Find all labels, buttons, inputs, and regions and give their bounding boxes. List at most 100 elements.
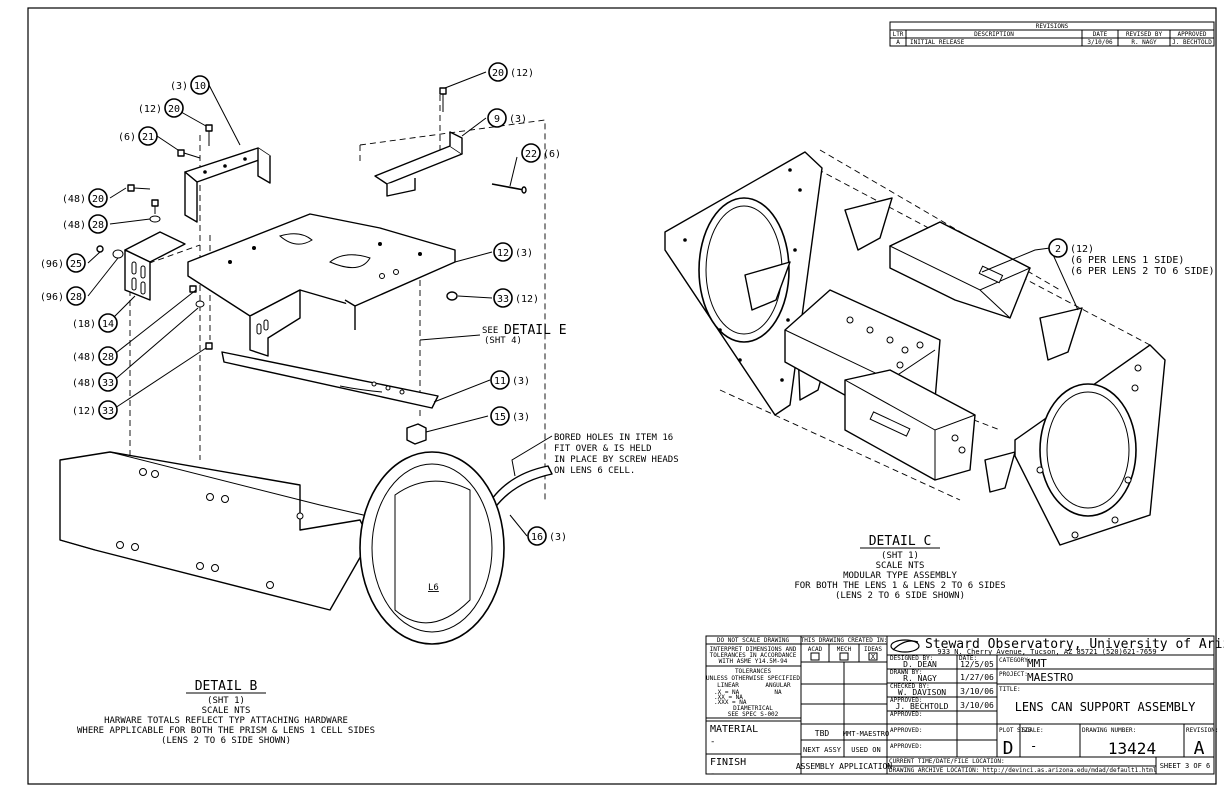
bored-holes-note-line-1: BORED HOLES IN ITEM 16 [554, 433, 673, 443]
revision-label: REVISION: [1186, 727, 1219, 734]
detail-c-callout: 2 (12) (6 PER LENS 1 SIDE) (6 PER LENS 2… [1048, 238, 1215, 277]
callout-qty-20-a: (12) [510, 68, 534, 79]
callout-qty-33-a: (12) [515, 294, 539, 305]
callout-qty-22: (6) [543, 149, 561, 160]
callout-item-28-a: 28 [92, 220, 104, 231]
created-in-label: THIS DRAWING CREATED IN: [801, 637, 888, 644]
callout-item-33-c: 33 [102, 406, 114, 417]
callout-qty-25: (96) [40, 259, 64, 270]
detail-b-line-1: (SHT 1) [207, 696, 245, 706]
project-label: PROJECT: [999, 671, 1028, 678]
interpret-line-3: WITH ASME Y14.5M-94 [719, 658, 788, 665]
rev-row-description: INITIAL RELEASE [910, 39, 965, 46]
detail-b-line-5: (LENS 2 TO 6 SIDE SHOWN) [161, 736, 291, 746]
detail-b-line-4: WHERE APPLICABLE FOR BOTH THE PRISM & LE… [77, 726, 375, 736]
callout-item-20-c: 20 [92, 194, 104, 205]
project-value: MAESTRO [1027, 671, 1073, 684]
approved-by-name-1: J. BECHTOLD [896, 702, 949, 711]
interpret-line-2: TOLERANCES IN ACCORDANCE [710, 652, 797, 659]
mech-checkbox [839, 652, 849, 661]
scale-label: SCALE: [1022, 727, 1044, 734]
callout-qty-33-b: (48) [72, 378, 96, 389]
callout-qty-28-a: (48) [62, 220, 86, 231]
detail-b-callouts: 20 (12) 10 (3) 20 (12) 21 (6) 9 (3) 22 (… [40, 62, 567, 546]
callout-item-15: 15 [494, 412, 506, 423]
callout-note-2-line-2: (6 PER LENS 2 TO 6 SIDE) [1070, 266, 1215, 277]
acad-checkbox [810, 652, 820, 661]
rev-row-date: 3/10/06 [1087, 39, 1113, 46]
finish-label: FINISH [710, 757, 746, 768]
detail-b-caption: DETAIL B (SHT 1) SCALE NTS HARWARE TOTAL… [77, 679, 375, 746]
checked-by-name: W. DAVISON [898, 688, 946, 697]
detail-c-line-1: (SHT 1) [881, 551, 919, 561]
scale-value: - [1030, 739, 1037, 753]
designed-by-name: D. DEAN [903, 660, 937, 669]
callout-qty-20-b: (12) [138, 104, 162, 115]
std-spec: SEE SPEC S-002 [728, 711, 779, 718]
rev-header-ltr: LTR [893, 31, 904, 38]
created-option-ideas: IDEAS [864, 646, 882, 653]
ideas-checkmark: X [871, 653, 876, 661]
rev-row-approved: J. BECHTOLD [1172, 39, 1212, 46]
revisions-table: REVISIONS LTR DESCRIPTION DATE REVISED B… [889, 21, 1215, 47]
detail-c-caption: DETAIL C (SHT 1) SCALE NTS MODULAR TYPE … [794, 534, 1005, 601]
title-label: TITLE: [999, 686, 1021, 693]
see-detail-sheet: (SHT 4) [484, 336, 522, 346]
assembly-application-label: ASSEMBLY APPLICATION [796, 762, 893, 771]
finish-value: - [710, 769, 715, 779]
sheet-number: SHEET 3 OF 6 [1160, 762, 1211, 770]
rev-row-ltr: A [896, 39, 900, 46]
sheet-border [27, 7, 1217, 785]
see-detail-prefix: SEE [482, 326, 498, 336]
date-label: DATE: [959, 655, 977, 662]
created-option-acad: ACAD [808, 646, 823, 653]
ideas-checkbox [868, 652, 878, 661]
category-label: CATEGORY: [999, 657, 1032, 664]
rev-header-approved: APPROVED [1178, 31, 1207, 38]
callout-item-33-a: 33 [497, 294, 509, 305]
university-logo [890, 639, 920, 653]
callout-qty-20-c: (48) [62, 194, 86, 205]
category-value: MMT [1027, 657, 1047, 670]
rev-header-description: DESCRIPTION [974, 31, 1014, 38]
used-on-label: USED ON [851, 746, 881, 754]
detail-c-title: DETAIL C [869, 534, 932, 549]
see-detail-name: DETAIL E [504, 323, 567, 338]
callout-item-10: 10 [194, 81, 206, 92]
callout-item-2: 2 [1055, 244, 1061, 255]
bored-holes-note-line-3: IN PLACE BY SCREW HEADS [554, 455, 679, 465]
rev-row-revised-by: R. NAGY [1131, 39, 1157, 46]
detail-b-drawing: L6 [59, 71, 553, 645]
drawing-number-label: DRAWING NUMBER: [1082, 727, 1136, 734]
revisions-title: REVISIONS [1036, 23, 1069, 30]
approved-by-label-3: APPROVED: [890, 727, 923, 734]
callout-qty-21: (6) [118, 132, 136, 143]
detail-c-line-5: (LENS 2 TO 6 SIDE SHOWN) [835, 591, 965, 601]
diametrical: DIAMETRICAL [733, 705, 773, 712]
callout-qty-9: (3) [509, 114, 527, 125]
material-value: - [710, 737, 715, 747]
callout-item-28-c: 28 [102, 352, 114, 363]
callout-note-2-line-1: (6 PER LENS 1 SIDE) [1070, 255, 1184, 266]
tolerance-row-1: .X = NA [714, 689, 740, 696]
detail-c-line-4: FOR BOTH THE LENS 1 & LENS 2 TO 6 SIDES [794, 581, 1005, 591]
callout-qty-15: (3) [512, 412, 530, 423]
detail-c-drawing [664, 149, 1166, 546]
callout-item-25: 25 [70, 259, 82, 270]
callout-qty-12: (3) [515, 248, 533, 259]
next-assy-model: MMT-MAESTRO [843, 730, 889, 738]
drawn-date: 1/27/06 [960, 673, 994, 682]
callout-qty-2: (12) [1070, 244, 1094, 255]
approved-date-1: 3/10/06 [960, 701, 994, 710]
approved-by-label-2: APPROVED: [890, 711, 923, 718]
rev-header-revised-by: REVISED BY [1126, 31, 1163, 38]
checked-by-label: CHECKED BY: [890, 683, 930, 690]
revision-value: A [1194, 738, 1205, 759]
designed-date: 12/5/05 [960, 660, 994, 669]
org-address: 933 N. Cherry Avenue, Tucson, AZ 85721 (… [937, 648, 1156, 656]
drawn-by-name: R. NAGY [903, 674, 937, 683]
rev-header-date: DATE [1093, 31, 1108, 38]
tolerances-angular: ANGULAR [765, 682, 791, 689]
callout-item-22: 22 [525, 149, 537, 160]
callout-qty-11: (3) [512, 376, 530, 387]
